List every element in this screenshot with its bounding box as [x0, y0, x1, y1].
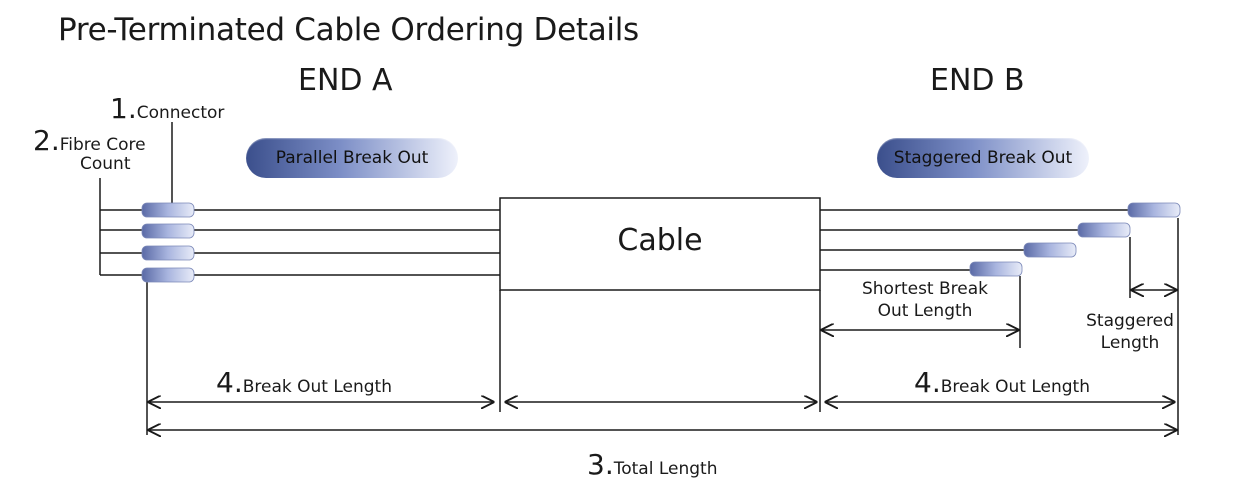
staggered-length-line2: Length [1100, 333, 1160, 353]
break-out-length-a-text: Break Out Length [242, 377, 392, 397]
connector-a-2 [141, 223, 195, 239]
parallel-break-out-badge: Parallel Break Out [246, 138, 458, 178]
connector-a-4 [141, 267, 195, 283]
connector-text: Connector [136, 103, 225, 123]
cable-box [499, 197, 821, 291]
fibre-core-count-text-line1: Fibre Core [59, 135, 146, 155]
connector-a-3 [141, 245, 195, 261]
connector-b-1 [1127, 202, 1181, 218]
fibre-core-count-label: 2.Fibre Core [33, 124, 146, 157]
break-out-length-b-label: 4.Break Out Length [914, 366, 1090, 399]
connector-b-2 [1077, 222, 1131, 238]
shortest-break-out-line1: Shortest Break [861, 279, 988, 299]
connector-b-4 [969, 261, 1023, 277]
break-out-length-b-text: Break Out Length [940, 377, 1090, 397]
total-length-number: 3. [587, 448, 614, 481]
shortest-break-out-line2: Out Length [877, 301, 973, 321]
page-title: Pre-Terminated Cable Ordering Details [58, 12, 639, 48]
connector-number: 1. [110, 92, 137, 125]
break-out-length-b-number: 4. [914, 366, 941, 399]
total-length-label: 3.Total Length [587, 448, 717, 481]
fibre-core-count-number: 2. [33, 124, 60, 157]
end-a-heading: END A [298, 63, 393, 98]
connector-label: 1.Connector [110, 92, 224, 125]
staggered-length-line1: Staggered [1086, 311, 1174, 331]
connector-a-1 [141, 202, 195, 218]
break-out-length-a-label: 4.Break Out Length [216, 366, 392, 399]
staggered-break-out-badge: Staggered Break Out [877, 138, 1089, 178]
connector-b-3 [1023, 242, 1077, 258]
fibre-core-count-text-line2: Count [80, 154, 131, 174]
staggered-break-out-label: Staggered Break Out [893, 148, 1073, 168]
break-out-length-a-number: 4. [216, 366, 243, 399]
parallel-break-out-label: Parallel Break Out [275, 148, 429, 168]
end-b-heading: END B [930, 63, 1025, 98]
cable-label: Cable [617, 223, 703, 258]
total-length-text: Total Length [613, 459, 718, 479]
